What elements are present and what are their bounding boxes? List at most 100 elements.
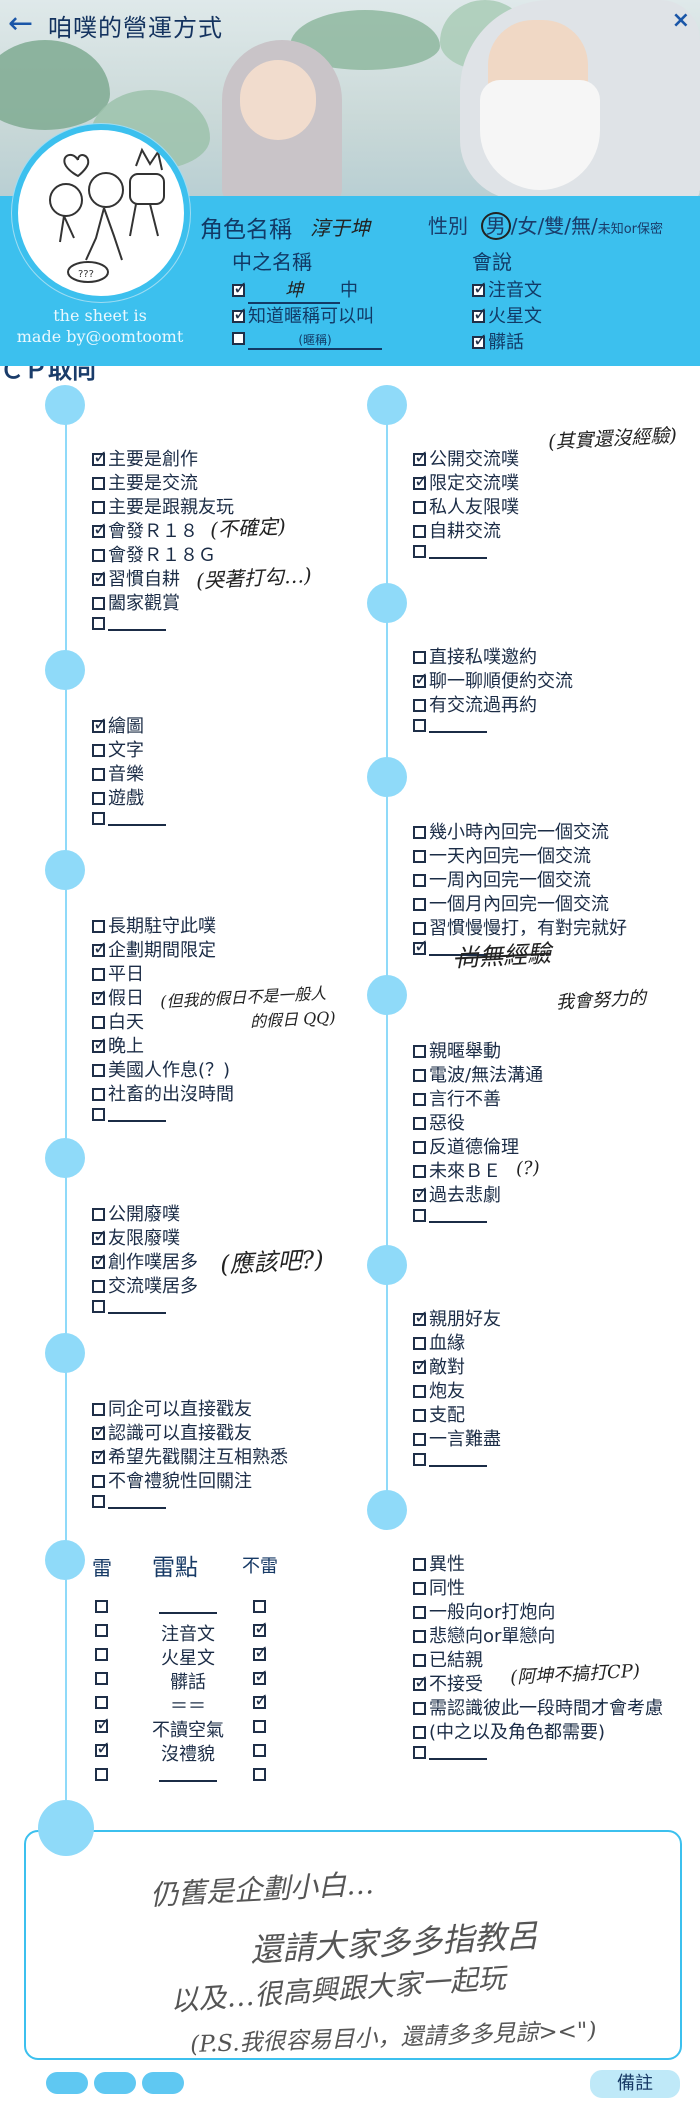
checkbox[interactable] xyxy=(413,1746,426,1759)
checkbox[interactable] xyxy=(92,1016,105,1029)
checkbox[interactable] xyxy=(92,519,108,540)
not-thunder-checkbox[interactable] xyxy=(253,1744,266,1757)
page-indicator[interactable] xyxy=(142,2072,184,2094)
checkbox[interactable] xyxy=(413,525,426,538)
checkbox[interactable] xyxy=(92,1208,105,1221)
checkbox[interactable] xyxy=(413,1606,426,1619)
checkbox[interactable] xyxy=(413,850,426,863)
checkbox[interactable] xyxy=(92,1495,105,1508)
checkbox[interactable] xyxy=(92,1280,105,1293)
checkbox[interactable] xyxy=(92,938,108,959)
checkbox[interactable] xyxy=(413,1045,426,1058)
not-thunder-checkbox[interactable] xyxy=(253,1720,266,1733)
speak-checkbox[interactable] xyxy=(472,304,488,325)
checkbox[interactable] xyxy=(92,920,105,933)
nickname-ok-checkbox[interactable] xyxy=(232,304,248,325)
gender-option[interactable]: 雙 xyxy=(544,214,565,238)
close-icon[interactable]: × xyxy=(671,8,690,33)
checkbox[interactable] xyxy=(413,1337,426,1350)
checkbox[interactable] xyxy=(413,1726,426,1739)
checkbox[interactable] xyxy=(413,471,429,492)
checkbox[interactable] xyxy=(92,1421,108,1442)
remarks-button[interactable]: 備註 xyxy=(590,2070,680,2098)
checkbox[interactable] xyxy=(92,1300,105,1313)
checkbox[interactable] xyxy=(413,936,429,957)
checkbox[interactable] xyxy=(413,1165,426,1178)
thunder-checkbox[interactable] xyxy=(95,1672,108,1685)
checkbox[interactable] xyxy=(92,714,108,735)
checkbox[interactable] xyxy=(413,874,426,887)
checkbox[interactable] xyxy=(92,447,108,468)
gender-option[interactable]: 無 xyxy=(570,214,591,238)
speak-checkbox[interactable] xyxy=(472,330,488,351)
checkbox[interactable] xyxy=(92,1088,105,1101)
gender-option[interactable]: 女 xyxy=(517,214,538,238)
checkbox[interactable] xyxy=(92,477,105,490)
checkbox[interactable] xyxy=(92,597,105,610)
checkbox[interactable] xyxy=(413,1183,429,1204)
checkbox[interactable] xyxy=(92,1445,108,1466)
not-thunder-checkbox[interactable] xyxy=(253,1768,266,1781)
checkbox[interactable] xyxy=(413,1654,426,1667)
checkbox[interactable] xyxy=(413,1355,429,1376)
back-arrow-icon[interactable]: ← xyxy=(8,6,34,41)
checkbox[interactable] xyxy=(92,768,105,781)
gender-option[interactable]: 未知or保密 xyxy=(597,222,664,237)
checkbox[interactable] xyxy=(413,501,426,514)
checkbox[interactable] xyxy=(413,1409,426,1422)
checkbox[interactable] xyxy=(413,1433,426,1446)
checkbox[interactable] xyxy=(92,501,105,514)
checkbox[interactable] xyxy=(413,669,429,690)
checkbox[interactable] xyxy=(413,699,426,712)
checkbox[interactable] xyxy=(92,1226,108,1247)
checkbox[interactable] xyxy=(413,1385,426,1398)
checkbox[interactable] xyxy=(413,1582,426,1595)
checkbox[interactable] xyxy=(413,1069,426,1082)
checkbox[interactable] xyxy=(413,545,426,558)
checkbox[interactable] xyxy=(413,1672,429,1693)
checkbox[interactable] xyxy=(92,1250,108,1271)
checkbox[interactable] xyxy=(92,1034,108,1055)
checkbox[interactable] xyxy=(413,1307,429,1328)
checkbox[interactable] xyxy=(413,1141,426,1154)
not-thunder-checkbox[interactable] xyxy=(253,1600,266,1613)
checkbox[interactable] xyxy=(413,1453,426,1466)
checkbox[interactable] xyxy=(413,447,429,468)
checkbox[interactable] xyxy=(413,719,426,732)
checkbox[interactable] xyxy=(413,1093,426,1106)
checkbox[interactable] xyxy=(92,792,105,805)
thunder-checkbox[interactable] xyxy=(95,1714,111,1735)
checkbox[interactable] xyxy=(92,1403,105,1416)
not-thunder-checkbox[interactable] xyxy=(253,1642,269,1663)
page-indicator[interactable] xyxy=(94,2072,136,2094)
not-thunder-checkbox[interactable] xyxy=(253,1618,269,1639)
checkbox[interactable] xyxy=(413,826,426,839)
thunder-checkbox[interactable] xyxy=(95,1600,108,1613)
nickname-free-checkbox[interactable] xyxy=(232,332,245,345)
page-indicator[interactable] xyxy=(46,2072,88,2094)
thunder-checkbox[interactable] xyxy=(95,1648,108,1661)
checkbox[interactable] xyxy=(413,1558,426,1571)
gender-option-selected[interactable]: 男 xyxy=(480,212,511,240)
checkbox[interactable] xyxy=(92,1475,105,1488)
checkbox[interactable] xyxy=(413,898,426,911)
checkbox[interactable] xyxy=(92,986,108,1007)
checkbox[interactable] xyxy=(92,1108,105,1121)
checkbox[interactable] xyxy=(413,1209,426,1222)
thunder-checkbox[interactable] xyxy=(95,1768,108,1781)
nickname-checkbox[interactable] xyxy=(232,278,248,299)
checkbox[interactable] xyxy=(92,567,108,588)
checkbox[interactable] xyxy=(92,549,105,562)
checkbox[interactable] xyxy=(92,1064,105,1077)
checkbox[interactable] xyxy=(92,968,105,981)
checkbox[interactable] xyxy=(413,1630,426,1643)
thunder-checkbox[interactable] xyxy=(95,1738,111,1759)
not-thunder-checkbox[interactable] xyxy=(253,1666,269,1687)
checkbox[interactable] xyxy=(92,744,105,757)
checkbox[interactable] xyxy=(413,651,426,664)
not-thunder-checkbox[interactable] xyxy=(253,1690,269,1711)
checkbox[interactable] xyxy=(413,1702,426,1715)
thunder-checkbox[interactable] xyxy=(95,1696,108,1709)
speak-checkbox[interactable] xyxy=(472,278,488,299)
checkbox[interactable] xyxy=(92,617,105,630)
